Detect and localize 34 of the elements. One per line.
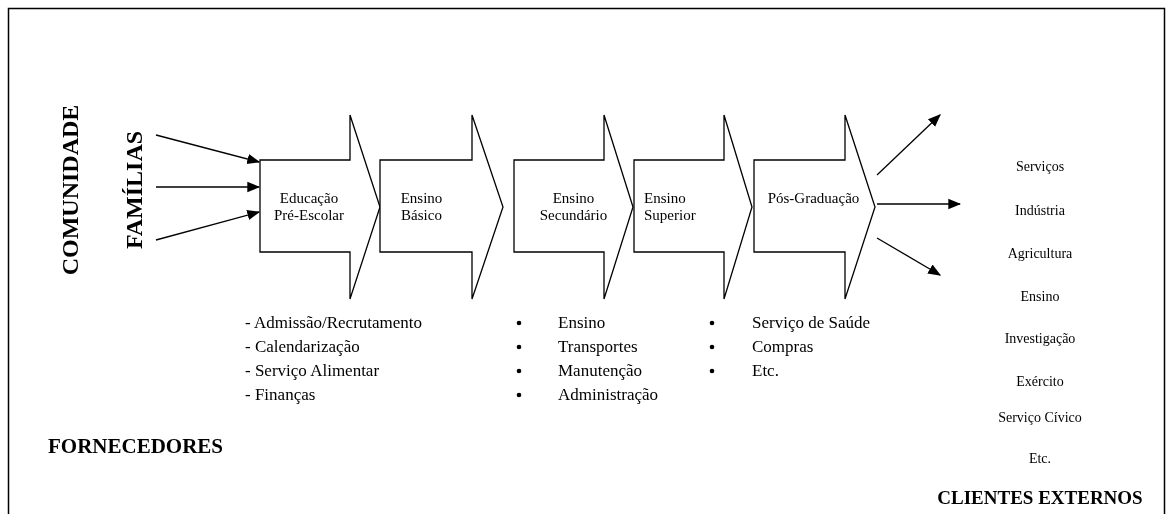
arrow: [876, 237, 942, 276]
vertical-heading: FAMÍLIAS: [122, 130, 146, 250]
stage-label: Ensino Básico: [399, 190, 444, 224]
stage-label: Ensino Secundário: [538, 190, 609, 224]
stage-label: Ensino Superior: [644, 190, 697, 224]
client-item: Indústria: [1015, 204, 1065, 218]
list-item: - Finanças: [245, 385, 316, 403]
bullet-item: Serviço de Saúde: [752, 313, 871, 331]
client-item: Ensino: [1020, 290, 1060, 304]
client-item: Serviços: [1015, 160, 1065, 174]
bullet-item: Ensino: [558, 313, 606, 331]
client-item: Exército: [1016, 375, 1064, 389]
arrow: [876, 114, 941, 176]
client-item: Investigação: [1004, 332, 1076, 346]
bullet-item: Etc.: [752, 361, 779, 379]
section-heading: FORNECEDORES: [48, 435, 224, 457]
bullet-item: Manutenção: [558, 361, 643, 379]
client-item: Etc.: [1028, 452, 1052, 466]
client-item: Agricultura: [1007, 247, 1073, 261]
arrow: [155, 210, 261, 241]
arrow: [155, 181, 261, 193]
list-item: - Calendarização: [245, 337, 360, 355]
list-item: - Admissão/Recrutamento: [245, 313, 423, 331]
client-item: Serviço Cívico: [998, 411, 1082, 425]
arrow: [155, 134, 261, 165]
bullet-item: Transportes: [558, 337, 638, 355]
arrow: [876, 198, 962, 210]
bullet-item: Compras: [752, 337, 814, 355]
stage-label: Pós-Graduação: [766, 190, 861, 207]
vertical-heading: COMUNIDADE: [58, 104, 82, 276]
section-heading: CLIENTES EXTERNOS: [937, 487, 1143, 507]
bullet-item: Administração: [558, 385, 659, 403]
list-item: - Serviço Alimentar: [245, 361, 380, 379]
stage-label: Educação Pré-Escolar: [273, 190, 345, 224]
